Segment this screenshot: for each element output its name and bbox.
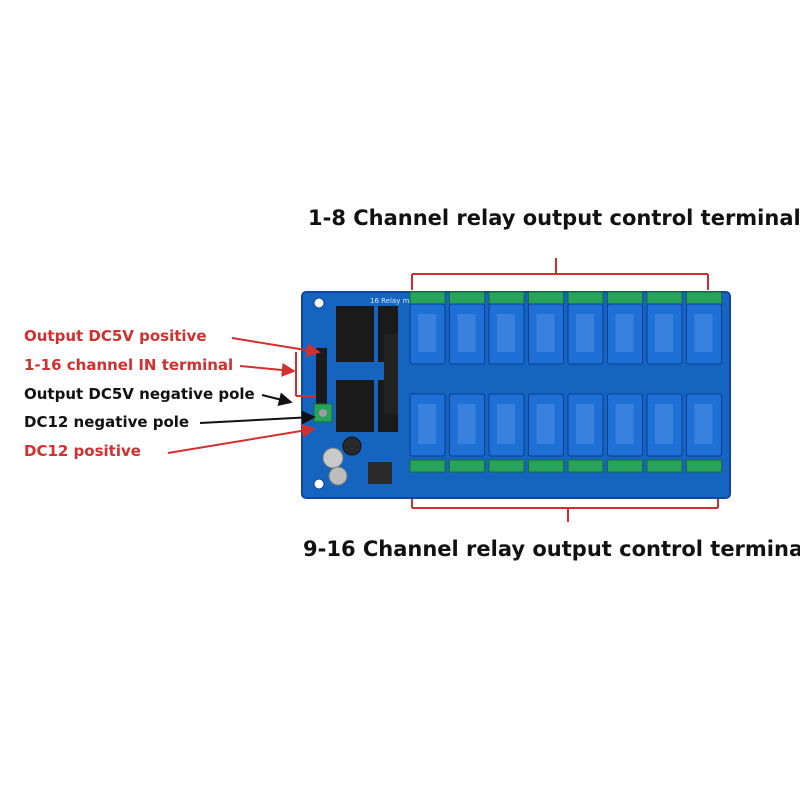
relay-sticker (576, 314, 594, 352)
transistor-array (384, 334, 398, 414)
relay-sticker (694, 314, 713, 352)
label-output-dc5v-positive: Output DC5V positive (24, 327, 207, 345)
relay-sticker (576, 404, 594, 444)
screw-terminal (646, 459, 683, 473)
label-output-dc5v-negative: Output DC5V negative pole (24, 385, 255, 403)
screw-terminal (528, 459, 564, 473)
relay-sticker (418, 404, 436, 444)
relay-row-top (409, 291, 722, 365)
label-in-terminal: 1-16 channel IN terminal (24, 356, 234, 374)
relay-sticker (655, 404, 673, 444)
screw-terminal (567, 459, 604, 473)
relay-sticker (694, 404, 713, 444)
relay-sticker (457, 314, 476, 352)
capacitor (322, 447, 344, 469)
bottom-terminal-title: 9-16 Channel relay output control termin… (303, 537, 800, 561)
relay-sticker (615, 404, 634, 444)
relay-sticker (497, 314, 515, 352)
screw-terminal (488, 291, 525, 305)
board-silkscreen: 16 Relay module (370, 297, 429, 305)
screw-terminal (409, 459, 446, 473)
optocoupler-chip (336, 306, 374, 362)
optocoupler-chip (336, 380, 374, 432)
screw-terminal (646, 291, 683, 305)
screw-terminal (686, 291, 722, 305)
top-terminal-title: 1-8 Channel relay output control termina… (308, 206, 800, 230)
top-bracket (411, 258, 709, 290)
capacitor (342, 436, 362, 456)
relay-board: 16 Relay module (301, 291, 731, 499)
screw-terminal (607, 291, 643, 305)
screw-terminal (449, 459, 485, 473)
screw-terminal (607, 459, 643, 473)
screw-terminal (488, 459, 525, 473)
screw-terminal (409, 291, 446, 305)
relay-sticker (615, 314, 634, 352)
screw-terminal (567, 291, 604, 305)
screw-terminal (686, 459, 722, 473)
relay-sticker (418, 314, 436, 352)
relay-sticker (536, 314, 555, 352)
relay-sticker (536, 404, 555, 444)
pointer-arrows (167, 337, 321, 454)
relay-row-bottom (409, 393, 722, 473)
relay-sticker (655, 314, 673, 352)
label-dc12-positive: DC12 positive (24, 442, 141, 460)
screw-terminal (528, 291, 564, 305)
voltage-regulator (368, 462, 392, 484)
in-header-pins (316, 348, 327, 404)
label-dc12-negative: DC12 negative pole (24, 413, 190, 431)
relay-sticker (497, 404, 515, 444)
screw-terminal (449, 291, 485, 305)
capacitor (328, 466, 348, 486)
relay-sticker (457, 404, 476, 444)
